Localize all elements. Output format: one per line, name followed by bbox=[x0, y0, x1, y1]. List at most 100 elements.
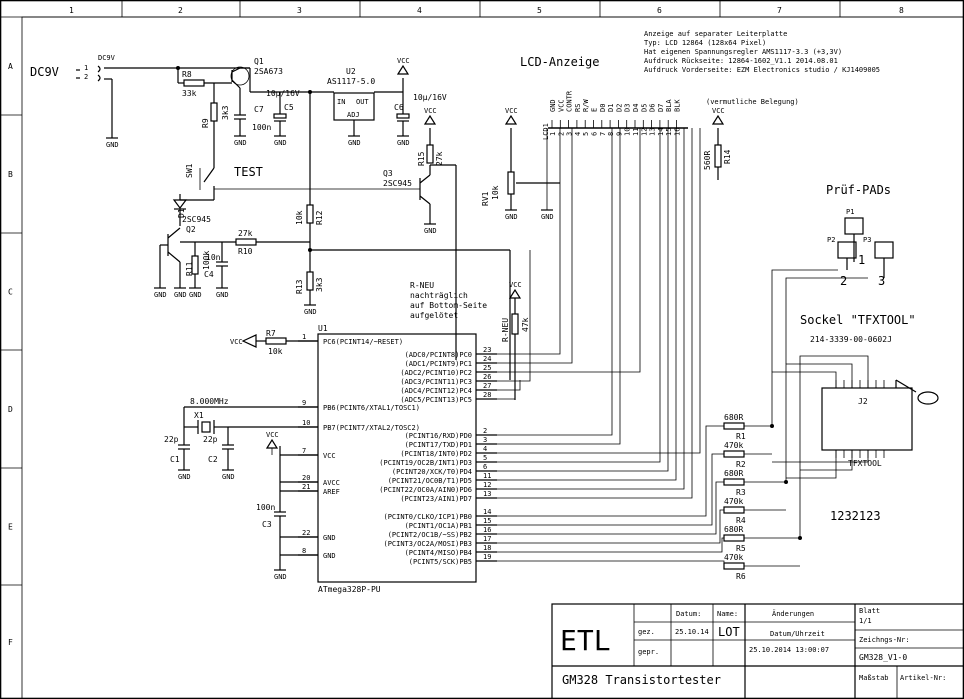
jack-ref: DC9V bbox=[98, 54, 116, 62]
r7-ref: R7 bbox=[266, 329, 276, 338]
lcd-pin-name: D0 bbox=[599, 104, 607, 112]
lcd-pin-name: D5 bbox=[640, 104, 648, 112]
test-resistor-value: 470k bbox=[724, 553, 743, 562]
socket-title: Sockel "TFXTOOL" bbox=[800, 313, 916, 327]
c6-capacitor bbox=[396, 78, 410, 136]
grid-row-marker: D bbox=[8, 405, 13, 414]
mcu-pin-name: (PCINT2/OC1B/~SS)PB2 bbox=[388, 531, 472, 539]
c1-ref: C1 bbox=[170, 455, 180, 464]
r15-value: 27k bbox=[435, 151, 444, 166]
u2-out-pin: OUT bbox=[356, 98, 369, 106]
mcu-part: ATmega328P-PU bbox=[318, 585, 381, 594]
rneu-note-line: auf Bottom-Seite bbox=[410, 301, 487, 310]
r12-resistor bbox=[306, 204, 314, 224]
mcu-pin-name: (PCINT3/OC2A/MOSI)PB3 bbox=[383, 540, 472, 548]
test-resistor-ref: R3 bbox=[736, 488, 746, 497]
r13-resistor bbox=[306, 271, 314, 291]
inner-border bbox=[21, 16, 964, 699]
mcu-pin-name: GND bbox=[323, 534, 336, 542]
lcd-pin-number: 9 bbox=[615, 132, 623, 136]
c5-value: 10µ/16V bbox=[266, 89, 300, 98]
grid-column-marker: 5 bbox=[537, 6, 542, 15]
lcd-pin-name: D4 bbox=[632, 104, 640, 112]
r9-ref: R9 bbox=[201, 118, 210, 128]
lcd-pin-name: E bbox=[591, 108, 599, 112]
c7-capacitor bbox=[234, 100, 246, 136]
mcu-pin-name: (ADC3/PCINT11)PC3 bbox=[400, 378, 472, 386]
gnd-label: GND bbox=[178, 473, 191, 481]
grid-column-marker: 6 bbox=[657, 6, 662, 15]
jack-pin-2: 2 bbox=[84, 73, 88, 81]
lcd-ref: LCD1 bbox=[542, 123, 550, 140]
test-resistor bbox=[723, 422, 745, 430]
mcu-u1 bbox=[317, 333, 477, 583]
zif-lever bbox=[895, 379, 939, 405]
tb-drawing-no-header: Zeichngs-Nr: bbox=[859, 636, 910, 644]
socket-part: 214-3339-00-0602J bbox=[810, 335, 892, 344]
tb-name: LOT bbox=[718, 625, 740, 639]
rv1-ref: RV1 bbox=[481, 191, 490, 206]
lcd-note: (vermutliche Belegung) bbox=[706, 98, 799, 106]
grid-column-marker: 7 bbox=[777, 6, 782, 15]
lcd-pin-name: RS bbox=[574, 104, 582, 112]
rneu-ref: R-NEU bbox=[501, 318, 510, 342]
lcd-pin-number: 16 bbox=[674, 128, 682, 136]
rneu-value: 47k bbox=[521, 317, 530, 332]
pad-ref-p3: P3 bbox=[863, 236, 871, 244]
c7-ref: C7 bbox=[254, 105, 264, 114]
r12-value: 10k bbox=[295, 210, 304, 225]
mcu-pin-number: 5 bbox=[483, 454, 487, 462]
mcu-pin-number: 4 bbox=[483, 445, 487, 453]
mcu-pin-name: PC6(PCINT14/~RESET) bbox=[323, 338, 403, 346]
c2-ref: C2 bbox=[208, 455, 218, 464]
mcu-pin-name: (ADC2/PCINT10)PC2 bbox=[400, 369, 472, 377]
q3-transistor bbox=[214, 165, 431, 224]
rv1-value: 10k bbox=[491, 185, 500, 200]
mcu-pin-name: GND bbox=[323, 552, 336, 560]
notes-block: Anzeige auf separater Leiterplatte Typ: … bbox=[644, 30, 880, 74]
tb-datum-header: Datum: bbox=[676, 610, 701, 618]
test-resistor bbox=[723, 562, 745, 570]
mcu-pin-name: (ADC5/PCINT13)PC5 bbox=[400, 396, 472, 404]
test-resistor bbox=[723, 478, 745, 486]
r9-resistor bbox=[210, 102, 218, 122]
d1-led bbox=[172, 194, 188, 226]
lcd-pin-name: D3 bbox=[624, 104, 632, 112]
c6-value: 10µ/16V bbox=[413, 93, 447, 102]
test-resistor-value: 680R bbox=[724, 413, 743, 422]
vcc-label: VCC bbox=[424, 107, 437, 115]
lcd-pin-name: D1 bbox=[607, 104, 615, 112]
vcc-label: VCC bbox=[266, 431, 279, 439]
gnd-label: GND bbox=[154, 291, 167, 299]
gnd-label: GND bbox=[216, 291, 229, 299]
c4-capacitor bbox=[216, 242, 228, 288]
u2-adj-pin: ADJ bbox=[347, 111, 360, 119]
test-pads bbox=[837, 217, 894, 278]
pad-ref-p2: P2 bbox=[827, 236, 835, 244]
mcu-pin-name: (PCINT21/OC0B/T1)PD5 bbox=[388, 477, 472, 485]
tb-datetime-header: Datum/Uhrzeit bbox=[770, 630, 825, 638]
lcd-pin-number: 4 bbox=[574, 132, 582, 136]
r11-value: 100k bbox=[202, 251, 211, 270]
gnd-label: GND bbox=[505, 213, 518, 221]
r9-value: 3k3 bbox=[221, 105, 230, 120]
tb-drawing-no: GM328_V1-0 bbox=[859, 653, 907, 662]
vcc-label: VCC bbox=[397, 57, 410, 65]
q3-type: 2SC945 bbox=[383, 179, 412, 188]
mcu-pin-name: (PCINT23/AIN1)PD7 bbox=[400, 495, 472, 503]
pad-num-3: 3 bbox=[878, 274, 885, 288]
jack-pin-1: 1 bbox=[84, 64, 88, 72]
mcu-pin-name: AREF bbox=[323, 488, 340, 496]
mcu-left-pins: 1PC6(PCINT14/~RESET)9PB6(PCINT6/XTAL1/TO… bbox=[298, 333, 420, 560]
tb-changes-header: Änderungen bbox=[772, 609, 814, 618]
junction bbox=[176, 66, 180, 70]
test-resistor bbox=[723, 506, 745, 514]
q2-type: 2SC945 bbox=[182, 215, 211, 224]
tb-drawn-label: gez. bbox=[638, 628, 655, 636]
r15-ref: R15 bbox=[417, 151, 426, 166]
r13-ref: R13 bbox=[295, 279, 304, 294]
mcu-pin-name: (PCINT22/OC0A/AIN0)PD6 bbox=[379, 486, 472, 494]
mcu-output-wires bbox=[497, 128, 725, 566]
